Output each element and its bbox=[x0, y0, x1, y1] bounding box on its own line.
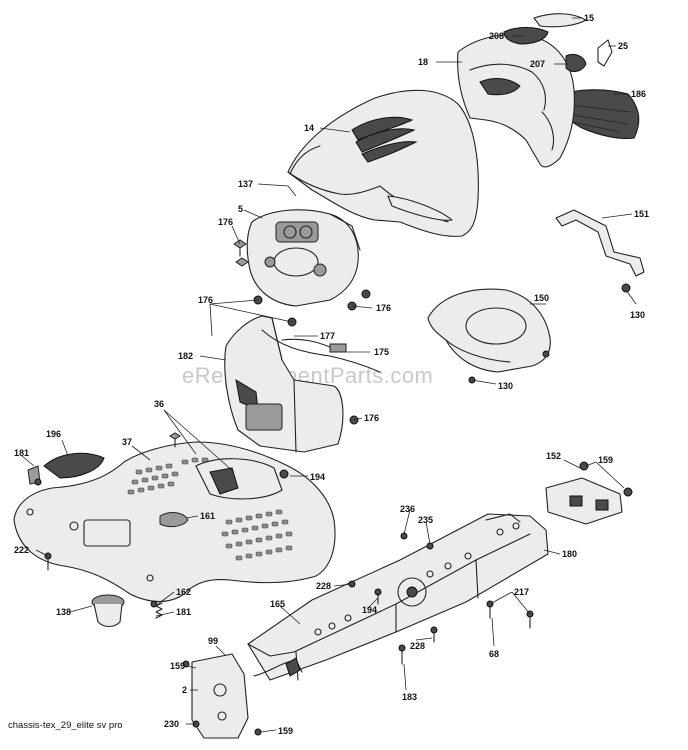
wire-harness-part bbox=[261, 329, 381, 373]
front-hood-panel-part bbox=[457, 33, 575, 168]
callout-161: 161 bbox=[200, 511, 215, 521]
callout-leaders bbox=[21, 17, 637, 733]
lamp-part bbox=[565, 53, 587, 72]
callout-176-b: 176 bbox=[198, 295, 213, 305]
callout-181-b: 181 bbox=[176, 607, 191, 617]
callout-194-a: 194 bbox=[310, 472, 325, 482]
callout-182: 182 bbox=[178, 351, 193, 361]
callout-18: 18 bbox=[418, 57, 428, 67]
callout-99: 99 bbox=[208, 636, 218, 646]
lens-part bbox=[533, 13, 587, 28]
callout-186: 186 bbox=[631, 89, 646, 99]
callout-217: 217 bbox=[514, 587, 529, 597]
callout-152: 152 bbox=[546, 451, 561, 461]
diagram-caption: chassis-tex_29_elite sv pro bbox=[8, 720, 123, 731]
fender-deck-part bbox=[13, 441, 336, 603]
callout-165: 165 bbox=[270, 599, 285, 609]
rear-bracket-part bbox=[545, 477, 623, 525]
front-axle-bracket-part bbox=[191, 653, 303, 739]
callout-130-a: 130 bbox=[630, 310, 645, 320]
headlight-part bbox=[503, 27, 549, 45]
callout-25: 25 bbox=[618, 41, 628, 51]
hood-part bbox=[287, 89, 479, 237]
callout-5: 5 bbox=[238, 204, 243, 214]
frame-part bbox=[247, 513, 549, 681]
callout-228-a: 228 bbox=[316, 581, 331, 591]
callout-194-b: 194 bbox=[362, 605, 377, 615]
callout-176-d: 176 bbox=[364, 413, 379, 423]
clip-part bbox=[597, 39, 613, 67]
callout-183: 183 bbox=[402, 692, 417, 702]
callout-labels: 15 208 25 18 207 186 14 137 176 5 151 13… bbox=[14, 13, 649, 736]
callout-15: 15 bbox=[584, 13, 594, 23]
callout-68: 68 bbox=[489, 649, 499, 659]
callout-150: 150 bbox=[534, 293, 549, 303]
cup-holder-part bbox=[91, 594, 125, 628]
callout-159-b: 159 bbox=[170, 661, 185, 671]
callout-175: 175 bbox=[374, 347, 389, 357]
callout-137: 137 bbox=[238, 179, 253, 189]
callout-228-b: 228 bbox=[410, 641, 425, 651]
callout-208: 208 bbox=[489, 31, 504, 41]
callout-235: 235 bbox=[418, 515, 433, 525]
callout-36: 36 bbox=[154, 399, 164, 409]
callout-162: 162 bbox=[176, 587, 191, 597]
callout-181-a: 181 bbox=[14, 448, 29, 458]
callout-207: 207 bbox=[530, 59, 545, 69]
callout-236: 236 bbox=[400, 504, 415, 514]
callout-177: 177 bbox=[320, 331, 335, 341]
dash-panel-part bbox=[246, 209, 361, 307]
callout-14: 14 bbox=[304, 123, 314, 133]
callout-159-c: 159 bbox=[278, 726, 293, 736]
hood-bracket-part bbox=[555, 209, 645, 277]
callout-176-c: 176 bbox=[376, 303, 391, 313]
callout-176-a: 176 bbox=[218, 217, 233, 227]
callout-222: 222 bbox=[14, 545, 29, 555]
callout-230: 230 bbox=[164, 719, 179, 729]
callout-37: 37 bbox=[122, 437, 132, 447]
callout-138: 138 bbox=[56, 607, 71, 617]
callout-180: 180 bbox=[562, 549, 577, 559]
shroud-part bbox=[427, 288, 551, 373]
callout-130-b: 130 bbox=[498, 381, 513, 391]
steering-tower-part bbox=[224, 315, 344, 453]
callout-151: 151 bbox=[634, 209, 649, 219]
callout-2: 2 bbox=[182, 685, 187, 695]
callout-159-a: 159 bbox=[598, 455, 613, 465]
fender-insert-part bbox=[43, 452, 105, 479]
hood-vent-grille bbox=[351, 116, 418, 163]
callout-196: 196 bbox=[46, 429, 61, 439]
deck-vent-pattern bbox=[127, 457, 293, 561]
